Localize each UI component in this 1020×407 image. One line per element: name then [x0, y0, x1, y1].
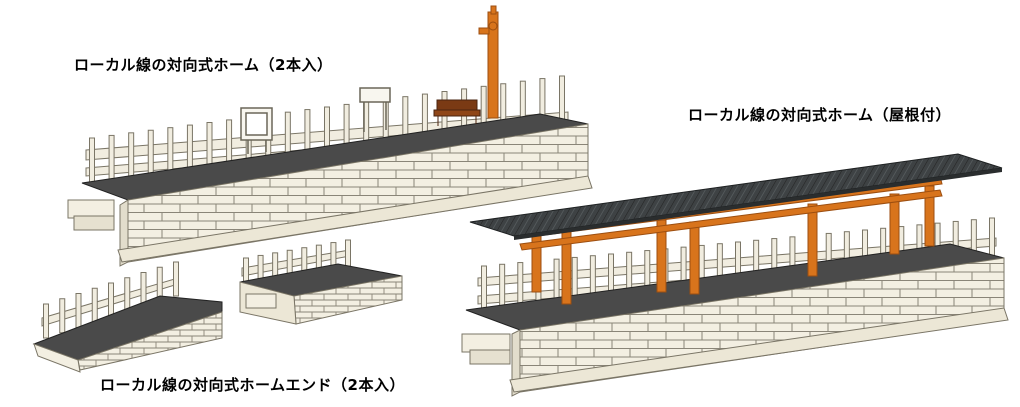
platform-end-right-model — [239, 239, 403, 325]
fence-post — [43, 303, 49, 339]
fence-post — [517, 262, 524, 310]
fence-post — [345, 239, 351, 267]
fence-post — [128, 132, 135, 180]
fence-post — [481, 265, 487, 313]
fence-post — [499, 263, 506, 311]
fence-post — [167, 127, 174, 175]
fence-post — [559, 75, 565, 123]
platform-two-model — [67, 5, 593, 267]
fence-post — [147, 129, 154, 177]
fence-post — [91, 287, 98, 323]
fence-post — [108, 282, 114, 318]
fence-post — [89, 137, 95, 185]
caption-platform-end: ローカル線の対向式ホームエンド（2本入） — [100, 376, 405, 394]
fence-post — [206, 122, 213, 169]
fence-post — [59, 298, 66, 334]
bench-icon — [433, 99, 481, 126]
fence-post — [226, 119, 233, 167]
platform-roof-model — [461, 153, 1009, 397]
platform-end-left-model — [32, 261, 223, 373]
fence-post — [124, 277, 131, 313]
fence-post — [75, 293, 82, 328]
fence-post — [108, 134, 115, 182]
caption-platform-roof: ローカル線の対向式ホーム（屋根付） — [688, 106, 952, 124]
caption-platform-two: ローカル線の対向式ホーム（2本入） — [74, 56, 333, 74]
signboard-icon — [240, 87, 391, 154]
fence-post — [173, 261, 179, 297]
fence-post — [186, 124, 193, 172]
lamp-post-icon — [478, 5, 499, 119]
